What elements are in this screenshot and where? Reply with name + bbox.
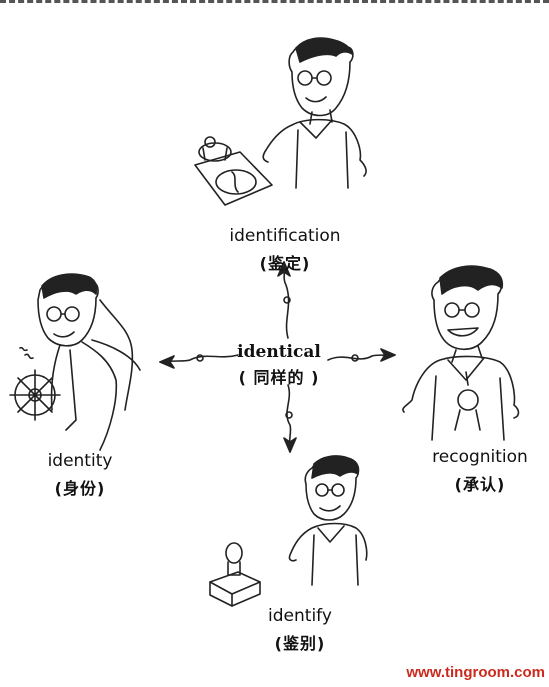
arrow-down	[283, 384, 297, 453]
arrow-left	[159, 354, 239, 369]
right-gloss: (承认)	[454, 475, 506, 494]
bottom-word: identify	[268, 606, 332, 626]
label-center: identical ( 同样的 )	[224, 342, 334, 388]
watermark-link[interactable]: www.tingroom.com	[406, 664, 545, 681]
figure-recognition	[402, 265, 520, 441]
dashed-top-border	[0, 0, 549, 6]
top-gloss: (鉴定)	[259, 254, 311, 273]
left-gloss: (身份)	[54, 479, 106, 498]
bottom-gloss: (鉴别)	[274, 634, 326, 653]
label-top: identification (鉴定)	[220, 226, 350, 274]
center-word: identical	[237, 342, 321, 362]
top-word: identification	[229, 226, 341, 246]
label-right: recognition (承认)	[420, 447, 540, 495]
figure-identity	[9, 273, 141, 451]
right-word: recognition	[432, 447, 528, 467]
arrow-right	[327, 348, 396, 362]
center-gloss: ( 同样的 )	[238, 368, 320, 387]
label-bottom: identify (鉴别)	[250, 606, 350, 654]
figure-identify	[209, 455, 368, 607]
label-left: identity (身份)	[30, 451, 130, 499]
figure-identification	[194, 37, 367, 206]
left-word: identity	[47, 451, 113, 471]
arrow-up	[277, 261, 291, 339]
